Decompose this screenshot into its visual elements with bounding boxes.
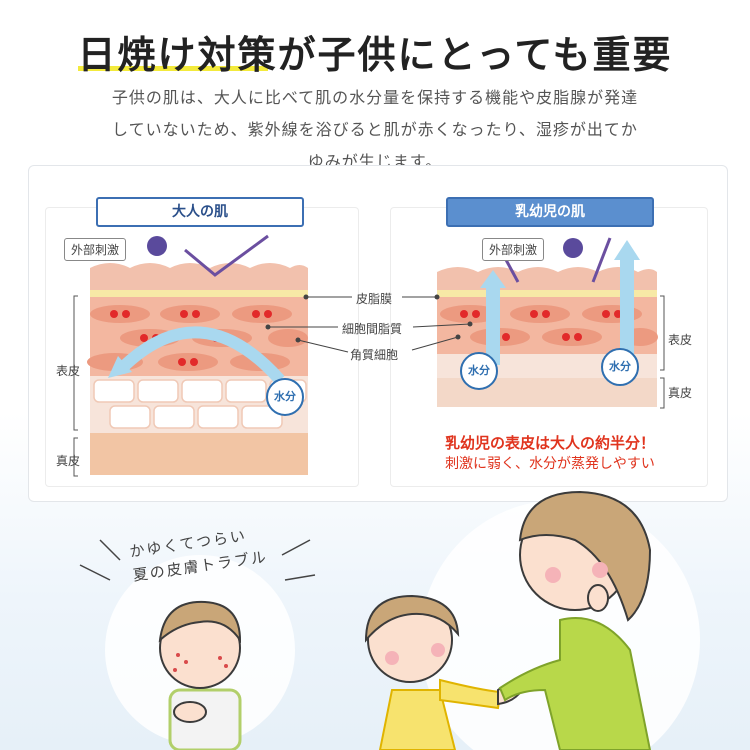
adult-germ-icon xyxy=(147,236,167,256)
infant-epidermis-subcallout: 刺激に弱く、水分が蒸発しやすい xyxy=(445,456,655,472)
infant-germ-icon xyxy=(563,238,583,258)
sebum-film-label: 皮脂膜 xyxy=(356,292,393,306)
infant-skin-tag: 乳幼児の肌 xyxy=(446,197,654,227)
adult-dermis-layer xyxy=(90,430,308,475)
adult-dermis-label: 真皮 xyxy=(56,454,81,468)
title-highlight xyxy=(78,66,268,71)
intro-text: 子供の肌は、大人に比べて肌の水分量を保持する機能や皮脂腺が発達 していないため、… xyxy=(0,82,750,178)
intro-line-2: していないため、紫外線を浴びると肌が赤くなったり、湿疹が出てか xyxy=(112,120,638,139)
adult-sebum-film xyxy=(90,290,308,297)
adult-water-arc xyxy=(115,326,285,384)
adult-skin-surface xyxy=(90,263,308,290)
corneocyte-label: 角質細胞 xyxy=(350,348,399,362)
boy-figure xyxy=(158,600,242,750)
infant-epidermis-label: 表皮 xyxy=(668,333,693,347)
adult-water-badge: 水分 xyxy=(266,378,304,416)
infant-epidermis-callout: 乳幼児の表皮は大人の約半分！ xyxy=(444,434,655,452)
adult-epidermis-label: 表皮 xyxy=(56,364,81,378)
mother-figure xyxy=(498,490,652,750)
infant-water-badge-right: 水分 xyxy=(601,348,639,386)
adult-bounce-arrow xyxy=(184,234,269,277)
infant-dermis-label: 真皮 xyxy=(668,386,693,400)
intro-line-1: 子供の肌は、大人に比べて肌の水分量を保持する機能や皮脂腺が発達 xyxy=(111,88,639,107)
adult-stimulus-label: 外部刺激 xyxy=(64,238,127,261)
adult-skin-tag: 大人の肌 xyxy=(96,197,304,227)
intercellular-lipid-label: 細胞間脂質 xyxy=(342,322,403,336)
infant-water-badge-left: 水分 xyxy=(460,352,498,390)
infant-stimulus-label: 外部刺激 xyxy=(482,238,545,261)
page-title: 日焼け対策が子供にとっても重要 xyxy=(77,33,673,77)
